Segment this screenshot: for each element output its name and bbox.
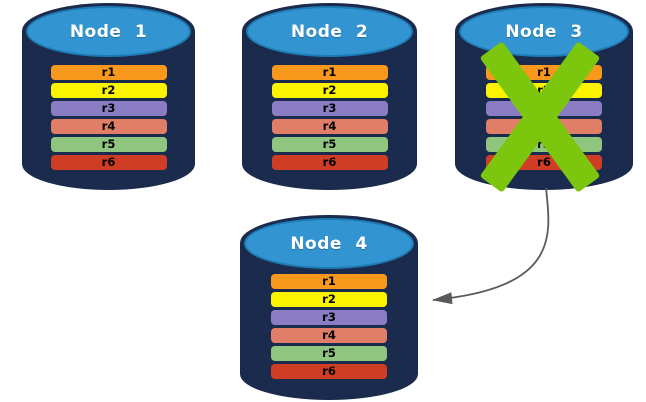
row-r5: r5 — [271, 137, 388, 152]
row-stack: r1 r2 r3 r4 r5 r6 — [50, 65, 167, 170]
row-r2: r2 — [486, 83, 602, 98]
row-r6: r6 — [50, 155, 167, 170]
cylinder-top: Node 1 — [26, 6, 191, 57]
row-r2: r2 — [271, 292, 387, 307]
node-4-cylinder: Node 4 r1 r2 r3 r4 r5 r6 — [240, 215, 418, 400]
row-r6: r6 — [271, 364, 387, 379]
row-r4: r4 — [50, 119, 167, 134]
node-3-cylinder: Node 3 r1 r2 r3 r4 r5 r6 — [455, 3, 633, 190]
row-stack: r1 r2 r3 r4 r5 r6 — [486, 65, 602, 170]
row-stack: r1 r2 r3 r4 r5 r6 — [271, 65, 388, 170]
row-r4: r4 — [486, 119, 602, 134]
row-r1: r1 — [486, 65, 602, 80]
cylinder-top: Node 2 — [246, 6, 413, 57]
row-r3: r3 — [271, 101, 388, 116]
cylinder-top: Node 4 — [244, 218, 414, 269]
row-r6: r6 — [486, 155, 602, 170]
cylinder-top: Node 3 — [459, 6, 629, 57]
row-r3: r3 — [271, 310, 387, 325]
node-title: Node 1 — [69, 21, 148, 42]
node-1-cylinder: Node 1 r1 r2 r3 r4 r5 r6 — [22, 3, 195, 190]
row-r2: r2 — [50, 83, 167, 98]
row-r1: r1 — [50, 65, 167, 80]
row-r3: r3 — [486, 101, 602, 116]
node-title: Node 3 — [505, 21, 583, 42]
node-title: Node 4 — [290, 233, 368, 254]
row-r2: r2 — [271, 83, 388, 98]
row-r5: r5 — [271, 346, 387, 361]
row-r4: r4 — [271, 328, 387, 343]
row-r6: r6 — [271, 155, 388, 170]
node-2-cylinder: Node 2 r1 r2 r3 r4 r5 r6 — [242, 3, 417, 190]
row-r4: r4 — [271, 119, 388, 134]
row-r1: r1 — [271, 65, 388, 80]
node-title: Node 2 — [290, 21, 369, 42]
row-r1: r1 — [271, 274, 387, 289]
row-r5: r5 — [486, 137, 602, 152]
row-r3: r3 — [50, 101, 167, 116]
row-stack: r1 r2 r3 r4 r5 r6 — [271, 274, 387, 379]
arrow-curve — [432, 187, 550, 305]
row-r5: r5 — [50, 137, 167, 152]
